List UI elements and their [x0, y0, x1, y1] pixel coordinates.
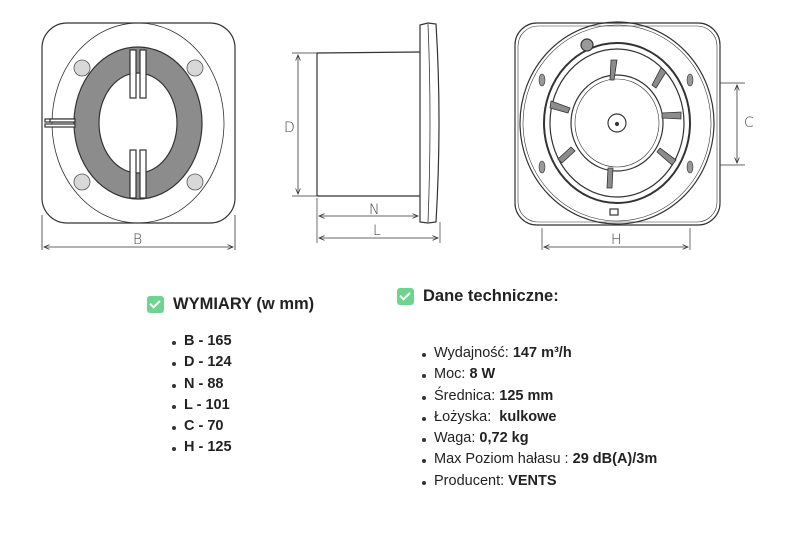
- spec-label: Łożyska:: [434, 408, 500, 425]
- technical-drawings: B D N L: [41, 21, 754, 250]
- list-item: N - 88: [172, 374, 232, 395]
- list-item: Max Poziom hałasu : 29 dB(A)/3m: [422, 449, 657, 470]
- dimensions-heading: WYMIARY (w mm): [147, 295, 314, 314]
- spec-label: Waga:: [434, 430, 480, 447]
- rear-view-drawing: [514, 21, 745, 250]
- list-item: B - 165: [172, 331, 232, 352]
- dimension-label-n: N: [369, 202, 379, 218]
- spec-label: Wydajność:: [434, 345, 513, 361]
- list-item: Moc: 8 W: [422, 364, 657, 385]
- dimension-label-h: H: [611, 232, 622, 248]
- tech-list: Wydajność: 147 m³/h Moc: 8 W Średnica: 1…: [422, 343, 657, 492]
- front-view-drawing: [41, 22, 236, 250]
- list-item: Waga: 0,72 kg: [422, 428, 657, 449]
- spec-value: 125 mm: [499, 387, 554, 404]
- tech-heading: Dane techniczne:: [397, 287, 559, 306]
- spec-value: 147 m³/h: [512, 345, 572, 361]
- list-item: C - 70: [172, 416, 232, 437]
- dimension-label-b: B: [133, 232, 142, 248]
- list-item: Producent: VENTS: [422, 471, 657, 492]
- spec-label: Producent:: [434, 472, 509, 489]
- list-item: Wydajność: 147 m³/h: [422, 343, 657, 364]
- tech-heading-text: Dane techniczne:: [423, 287, 559, 305]
- checkmark-icon: [397, 288, 414, 305]
- spec-value: VENTS: [508, 472, 557, 489]
- spec-value: kulkowe: [499, 408, 557, 425]
- dimension-label-c: C: [744, 115, 754, 131]
- list-item: Średnica: 125 mm: [422, 386, 657, 407]
- list-item: L - 101: [172, 395, 232, 416]
- spec-label: Max Poziom hałasu :: [434, 451, 573, 468]
- spec-label: Średnica:: [434, 387, 500, 404]
- side-view-drawing: [292, 22, 441, 243]
- dimension-label-d: D: [284, 120, 295, 136]
- spec-label: Moc:: [434, 366, 470, 383]
- spec-value: 0,72 kg: [479, 430, 529, 447]
- dimensions-list: B - 165 D - 124 N - 88 L - 101 C - 70 H …: [172, 331, 232, 459]
- spec-value: 29 dB(A)/3m: [572, 451, 658, 468]
- list-item: H - 125: [172, 437, 232, 458]
- list-item: Łożyska: kulkowe: [422, 407, 657, 428]
- dimensions-heading-text: WYMIARY (w mm): [173, 295, 315, 313]
- list-item: D - 124: [172, 352, 232, 373]
- checkmark-icon: [147, 296, 164, 313]
- dimension-label-l: L: [373, 223, 381, 239]
- spec-value: 8 W: [469, 366, 496, 383]
